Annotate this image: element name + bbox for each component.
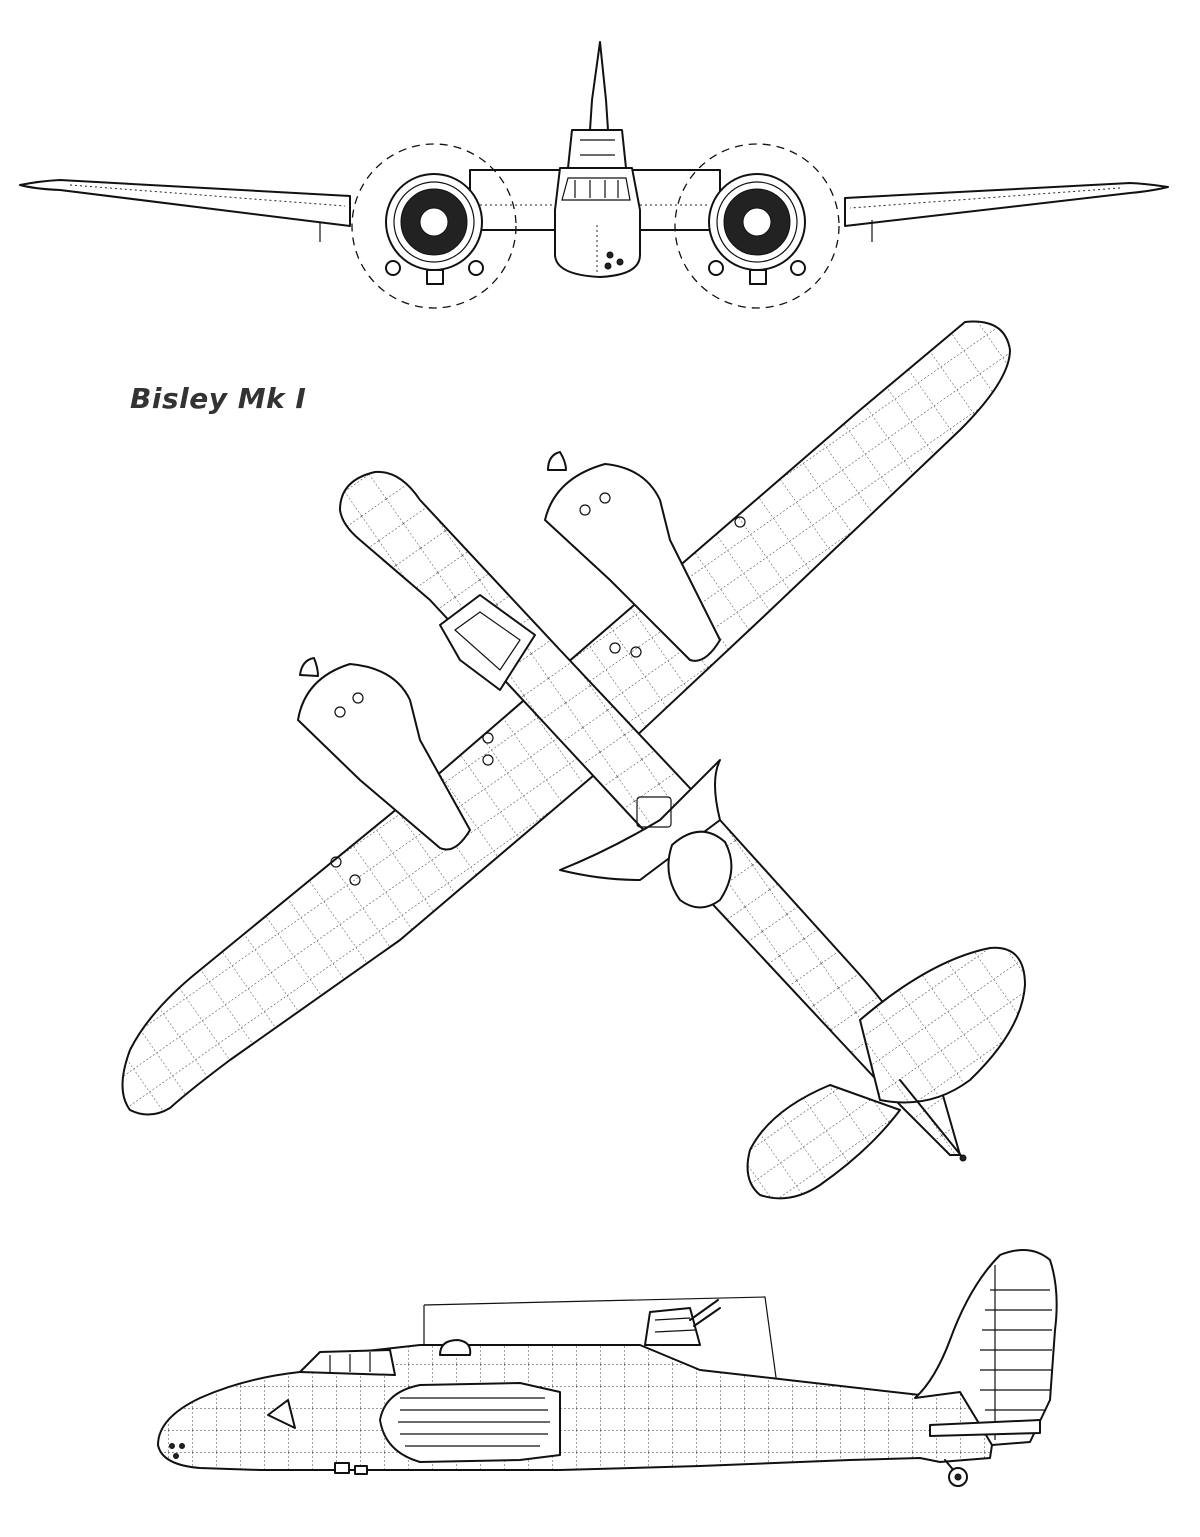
aircraft-title: Bisley Mk I xyxy=(130,382,307,415)
side-view-aircraft-drawing xyxy=(157,1249,1058,1487)
plan-view-aircraft-drawing xyxy=(121,320,1026,1200)
front-view-aircraft-drawing xyxy=(19,41,1169,309)
